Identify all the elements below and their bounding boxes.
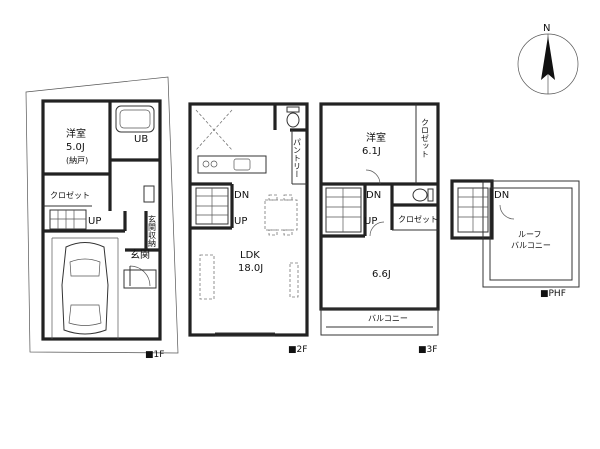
stair-label-dn-3f: DN	[366, 190, 381, 201]
1f-stairs	[49, 209, 87, 230]
stair-label-dn-2f: DN	[234, 190, 249, 201]
floor-2f: パントリー DN UP LDK 18.0J ■2F	[188, 102, 309, 355]
floor-phf: DN ルーフ バルコニー ■PHF	[450, 179, 580, 299]
room-size-youshitsu-3f: 6.1J	[362, 146, 381, 157]
tv-board	[289, 262, 299, 298]
stair-label-up-3f: UP	[364, 216, 377, 227]
room-label-genkan-storage: 玄関収納	[148, 214, 157, 248]
room-label-closet-1f: クロゼット	[50, 190, 90, 200]
3f-stairs	[325, 187, 362, 233]
room-size-3f-66: 6.6J	[372, 269, 391, 280]
compass: N	[517, 23, 579, 95]
room-label-roof: ルーフ	[518, 230, 542, 239]
floor-label-2f: ■2F	[288, 345, 307, 355]
1f-outer-wall	[41, 99, 162, 341]
2f-outer-wall	[188, 102, 309, 337]
floor-label-1f: ■1F	[145, 350, 164, 360]
north-arrow-icon	[541, 36, 555, 80]
2f-stairs	[195, 187, 229, 225]
dining-table	[264, 199, 298, 231]
stair-label-up-1f: UP	[88, 216, 101, 227]
room-label-closet-3f-a: クロゼット	[421, 118, 430, 158]
3f-balcony-outline	[320, 308, 439, 336]
toilet-icon-3f	[412, 188, 428, 202]
room-label-youshitsu-3f: 洋室	[366, 131, 386, 144]
toilet-icon	[286, 112, 300, 128]
room-label-pantry: パントリー	[293, 138, 302, 178]
room-label-roof-balcony: バルコニー	[511, 241, 551, 250]
site-boundary	[25, 76, 179, 354]
car-icon	[61, 242, 109, 335]
kitchen-counter	[197, 155, 267, 174]
floor-3f: 洋室 6.1J クロゼット DN UP クロゼット 6.6J バルコニー ■3F	[319, 102, 440, 355]
2f-partitions	[190, 104, 307, 230]
room-label-closet-3f-b: クロゼット	[398, 214, 438, 224]
room-label-ldk: LDK	[240, 250, 260, 261]
washbasin	[143, 185, 155, 203]
bathtub	[115, 105, 155, 133]
floor-1f: 洋室 5.0J (納戸) UB クロゼット UP 玄関収納 玄関 ■1F	[25, 76, 179, 360]
phf-roof-balcony-outline	[482, 180, 580, 288]
room-size-youshitsu-1f: 5.0J	[66, 142, 85, 153]
room-label-balcony-3f: バルコニー	[368, 314, 408, 323]
room-label-youshitsu-1f: 洋室	[66, 127, 86, 140]
phf-stairs	[457, 187, 489, 233]
floor-label-3f: ■3F	[418, 345, 437, 355]
compass-north-label: N	[543, 23, 550, 34]
1f-partitions	[43, 101, 160, 252]
stair-label-dn-phf: DN	[494, 190, 509, 201]
room-label-ub: UB	[134, 134, 148, 145]
3f-partitions	[321, 104, 438, 238]
floor-label-phf: ■PHF	[540, 289, 566, 299]
sofa	[199, 254, 215, 300]
phf-stair-enclosure	[450, 179, 494, 240]
stair-label-up-2f: UP	[234, 216, 247, 227]
room-label-genkan: 玄関	[130, 248, 150, 261]
room-size-ldk: 18.0J	[238, 263, 263, 274]
room-note-nando: (納戸)	[66, 155, 88, 165]
